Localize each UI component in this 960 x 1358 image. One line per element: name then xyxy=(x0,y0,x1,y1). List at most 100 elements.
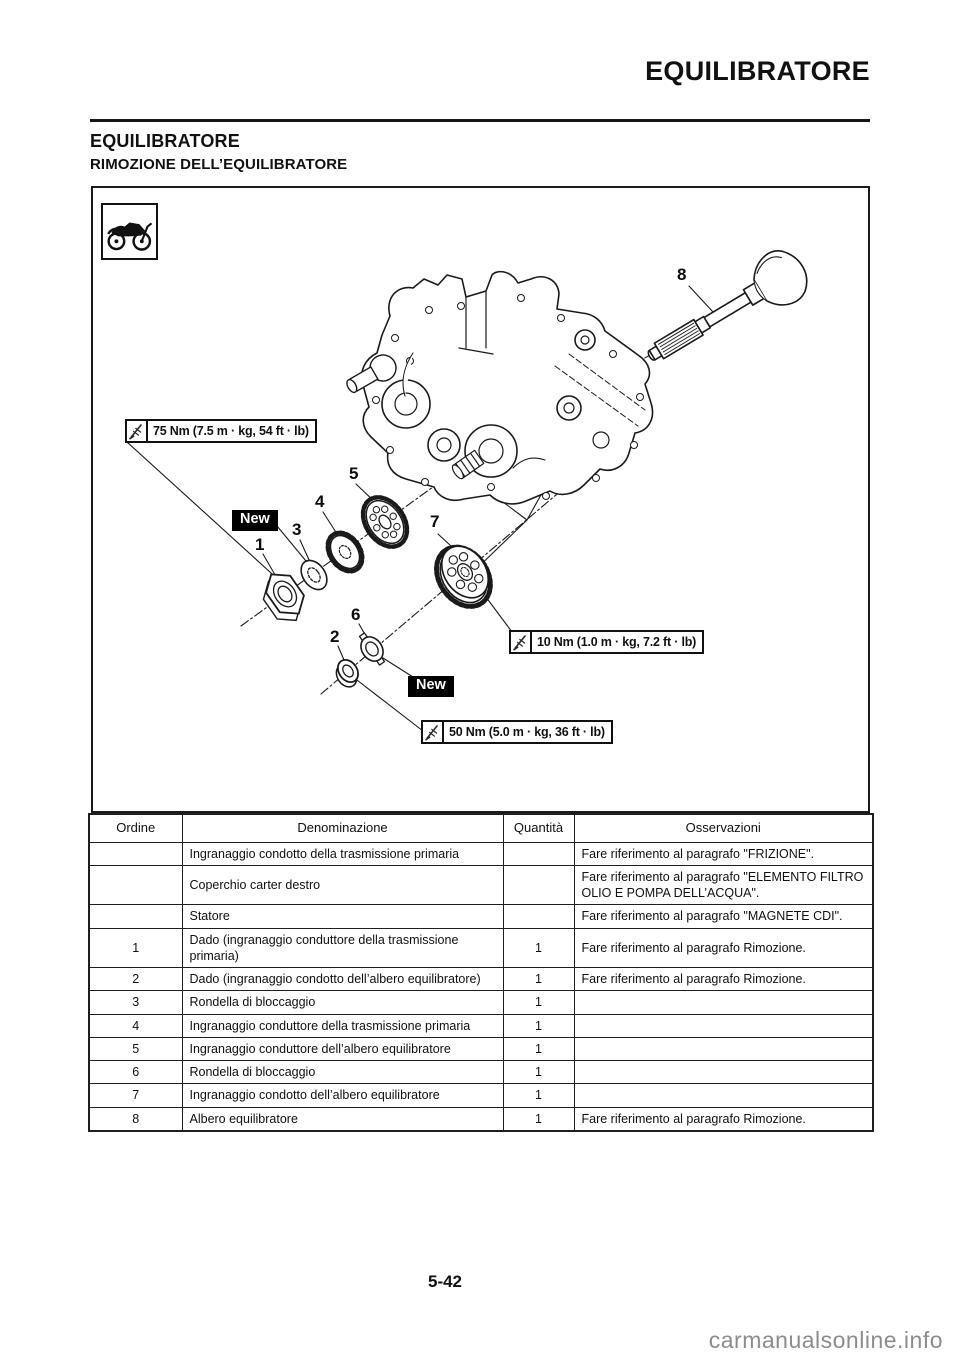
cell-denominazione: Statore xyxy=(181,904,504,929)
crank-stub xyxy=(346,354,397,394)
cell-quantita xyxy=(502,904,575,929)
part-label-7: 7 xyxy=(430,512,440,531)
cell-osservazioni xyxy=(573,1036,874,1062)
cell-denominazione: Albero equilibratore xyxy=(181,1106,504,1132)
wrench-icon xyxy=(127,421,148,441)
cell-denominazione: Coperchio carter destro xyxy=(181,864,504,906)
lock-washer-drawing xyxy=(300,559,328,591)
part-label-6: 6 xyxy=(351,605,361,624)
balancer-nut-drawing xyxy=(335,658,359,688)
cell-osservazioni xyxy=(573,1083,874,1108)
model-icon-box xyxy=(101,203,158,260)
torque-callout-10nm: 10 Nm (1.0 m · kg, 7.2 ft · lb) xyxy=(509,630,705,654)
cell-quantita: 1 xyxy=(502,966,575,992)
cell-quantita: 1 xyxy=(502,1036,575,1062)
table-row: 1 Dado (ingranaggio conduttore della tra… xyxy=(88,927,874,968)
primary-drive-gear-drawing xyxy=(325,530,365,574)
cell-osservazioni: Fare riferimento al paragrafo Rimozione. xyxy=(573,927,874,968)
torque-value: 10 Nm (1.0 m · kg, 7.2 ft · lb) xyxy=(537,635,697,649)
leader-lines xyxy=(126,285,714,732)
header-rule xyxy=(90,119,870,122)
cell-ordine: 6 xyxy=(88,1059,183,1085)
cell-ordine xyxy=(88,841,183,866)
cell-denominazione: Dado (ingranaggio conduttore della trasm… xyxy=(181,927,504,968)
cell-ordine xyxy=(88,864,183,906)
cell-osservazioni xyxy=(573,1059,874,1085)
torque-value: 50 Nm (5.0 m · kg, 36 ft · lb) xyxy=(449,725,605,739)
part-label-5: 5 xyxy=(349,464,359,483)
cell-ordine: 2 xyxy=(88,966,183,992)
crankcase-drawing xyxy=(346,270,654,505)
primary-nut-drawing xyxy=(262,573,305,622)
part-label-1: 1 xyxy=(255,535,265,554)
motorcycle-icon xyxy=(107,222,153,251)
cell-denominazione: Rondella di bloccaggio xyxy=(181,1059,504,1085)
table-row: 2 Dado (ingranaggio condotto dell’albero… xyxy=(88,966,874,992)
cell-ordine: 8 xyxy=(88,1106,183,1132)
part-label-8: 8 xyxy=(677,265,687,284)
part-label-2: 2 xyxy=(330,627,340,646)
cell-denominazione: Ingranaggio condotto della trasmissione … xyxy=(181,841,504,866)
cell-ordine: 5 xyxy=(88,1036,183,1062)
balancer-shaft-drawing xyxy=(647,250,808,361)
new-part-label: New xyxy=(232,510,278,531)
cell-quantita xyxy=(502,864,575,906)
exploded-view-drawing xyxy=(126,250,808,732)
wrench-icon xyxy=(423,722,444,742)
cell-ordine: 3 xyxy=(88,990,183,1015)
table-row: 4 Ingranaggio conduttore della trasmissi… xyxy=(88,1013,874,1038)
cell-quantita: 1 xyxy=(502,990,575,1015)
exploded-view-figure: 75 Nm (7.5 m · kg, 54 ft · lb) 10 Nm (1.… xyxy=(91,186,870,813)
col-header-quantita: Quantità xyxy=(502,813,575,843)
table-header-row: Ordine Denominazione Quantità Osservazio… xyxy=(88,813,874,843)
cell-osservazioni: Fare riferimento al paragrafo Rimozione. xyxy=(573,1106,874,1132)
cell-denominazione: Ingranaggio conduttore della trasmission… xyxy=(181,1013,504,1038)
torque-value: 75 Nm (7.5 m · kg, 54 ft · lb) xyxy=(153,424,309,438)
cell-ordine: 7 xyxy=(88,1083,183,1108)
primary-shaft-splines xyxy=(451,449,485,480)
cell-denominazione: Rondella di bloccaggio xyxy=(181,990,504,1015)
balancer-drive-gear-drawing xyxy=(360,495,410,549)
cell-ordine: 1 xyxy=(88,927,183,968)
table-row: Statore Fare riferimento al paragrafo "M… xyxy=(88,904,874,929)
table-row: 8 Albero equilibratore 1 Fare riferiment… xyxy=(88,1106,874,1132)
cell-osservazioni xyxy=(573,1013,874,1038)
cell-osservazioni xyxy=(573,990,874,1015)
running-header: EQUILIBRATORE xyxy=(645,56,870,86)
cell-quantita: 1 xyxy=(502,927,575,968)
cell-osservazioni: Fare riferimento al paragrafo "FRIZIONE"… xyxy=(573,841,874,866)
cell-osservazioni: Fare riferimento al paragrafo Rimozione. xyxy=(573,966,874,992)
watermark: carmanualsonline.info xyxy=(708,1327,943,1353)
table-row: Ingranaggio condotto della trasmissione … xyxy=(88,841,874,866)
cell-denominazione: Ingranaggio conduttore dell’albero equil… xyxy=(181,1036,504,1062)
bolt-holes xyxy=(372,294,644,500)
section-title: EQUILIBRATORE xyxy=(90,131,240,151)
col-header-ordine: Ordine xyxy=(88,813,183,843)
col-header-osservazioni: Osservazioni xyxy=(573,813,874,843)
cell-osservazioni: Fare riferimento al paragrafo "MAGNETE C… xyxy=(573,904,874,929)
table-row: 3 Rondella di bloccaggio 1 xyxy=(88,990,874,1015)
table-row: 5 Ingranaggio conduttore dell’albero equ… xyxy=(88,1036,874,1062)
table-row: 7 Ingranaggio condotto dell’albero equil… xyxy=(88,1083,874,1108)
cell-ordine: 4 xyxy=(88,1013,183,1038)
subsection-title: RIMOZIONE DELL’EQUILIBRATORE xyxy=(90,156,348,173)
cell-ordine xyxy=(88,904,183,929)
page-number: 5-42 xyxy=(427,1272,463,1291)
new-part-label: New xyxy=(408,676,454,697)
parts-table: Ordine Denominazione Quantità Osservazio… xyxy=(88,813,874,1132)
cell-quantita: 1 xyxy=(502,1013,575,1038)
cell-quantita: 1 xyxy=(502,1106,575,1132)
col-header-denominazione: Denominazione xyxy=(181,813,504,843)
cell-quantita xyxy=(502,841,575,866)
balancer-driven-gear-drawing xyxy=(434,544,493,609)
tab-washer-drawing xyxy=(358,632,386,666)
part-label-4: 4 xyxy=(315,492,325,511)
cell-osservazioni: Fare riferimento al paragrafo "ELEMENTO … xyxy=(573,864,874,906)
table-row: Coperchio carter destro Fare riferimento… xyxy=(88,864,874,906)
torque-callout-50nm: 50 Nm (5.0 m · kg, 36 ft · lb) xyxy=(421,720,613,744)
part-label-3: 3 xyxy=(292,520,302,539)
cell-quantita: 1 xyxy=(502,1083,575,1108)
cell-quantita: 1 xyxy=(502,1059,575,1085)
cell-denominazione: Ingranaggio condotto dell’albero equilib… xyxy=(181,1083,504,1108)
